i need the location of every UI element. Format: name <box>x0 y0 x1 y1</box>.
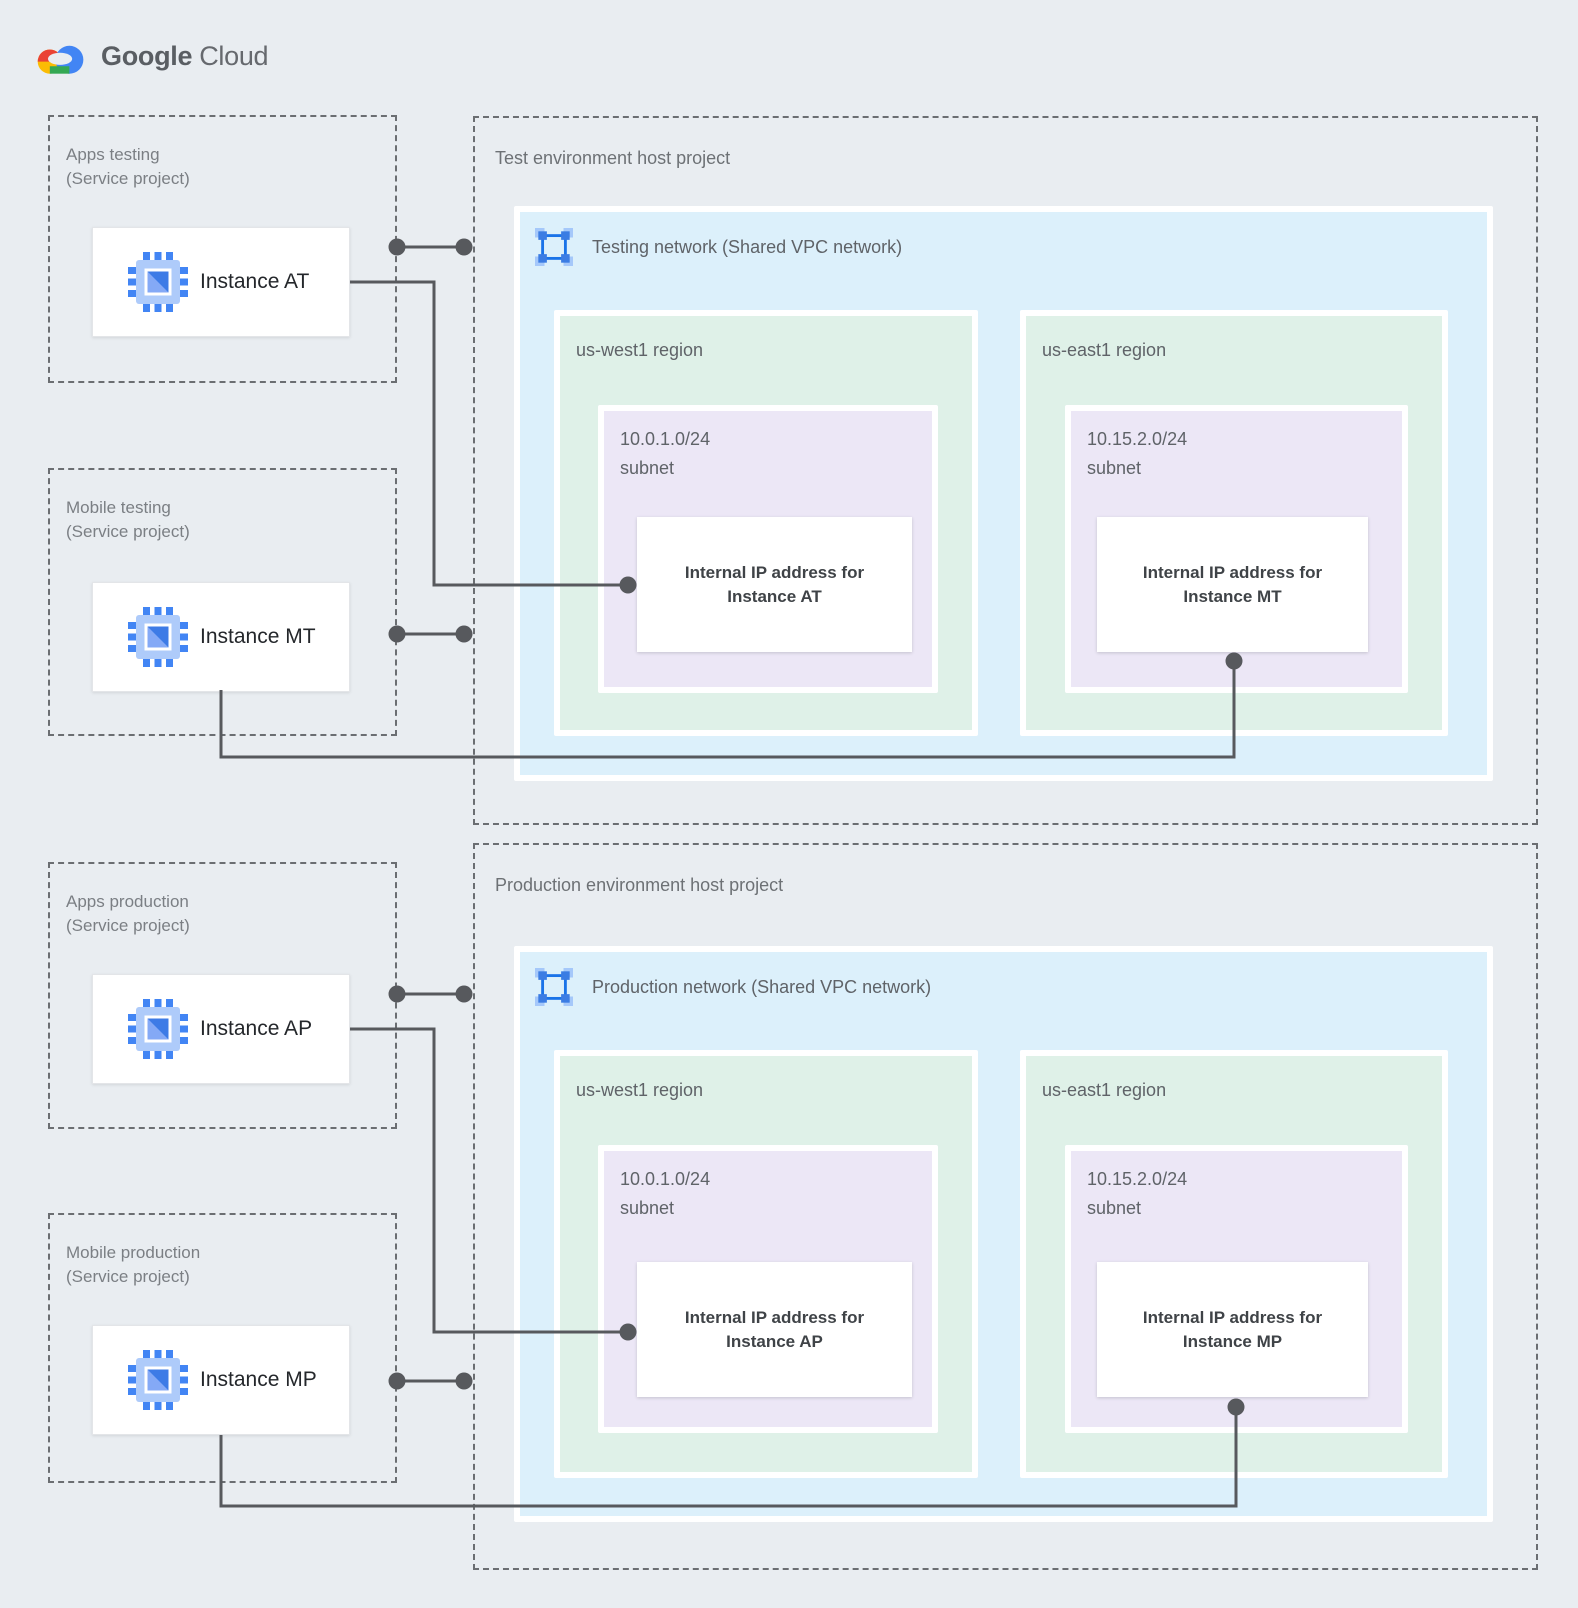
connector-link-apps-production-host <box>388 985 473 1003</box>
subnet-word: subnet <box>1087 458 1142 478</box>
ip-label-line1: Internal IP address for <box>684 562 865 582</box>
region-label: us-east1 region <box>1042 1080 1167 1100</box>
service-project-title: Mobile testing (Service project) <box>66 496 190 544</box>
compute-engine-icon <box>128 252 188 312</box>
subnet-box-prod-east: 10.15.2.0/24 subnet Internal IP address … <box>1065 1145 1408 1433</box>
ip-label-line2: Instance AP <box>726 1331 823 1351</box>
subnet-word: subnet <box>1087 1198 1142 1218</box>
ip-label-line2: Instance MP <box>1182 1331 1283 1351</box>
instance-label: Instance MP <box>200 1368 317 1391</box>
subnet-label: 10.15.2.0/24 subnet <box>1087 425 1187 483</box>
service-project-box-apps-production: Apps production (Service project) Instan… <box>48 862 397 1129</box>
logo-text-cloud: Cloud <box>199 40 269 71</box>
ip-label-line1: Internal IP address for <box>1142 1307 1323 1327</box>
region-box-prod-us-west1: us-west1 region 10.0.1.0/24 subnet Inter… <box>554 1050 978 1478</box>
ip-label: Internal IP address for Instance MT <box>1143 561 1322 609</box>
service-project-type: (Service project) <box>66 1267 190 1286</box>
vpc-network-label: Testing network (Shared VPC network) <box>592 236 903 257</box>
region-label: us-east1 region <box>1042 340 1167 360</box>
shared-vpc-icon <box>535 968 573 1006</box>
vpc-network-box-testing: Testing network (Shared VPC network) us-… <box>514 206 1493 781</box>
service-project-title: Apps testing (Service project) <box>66 143 190 191</box>
service-project-name: Mobile testing <box>66 498 171 517</box>
subnet-cidr: 10.15.2.0/24 <box>1087 429 1188 449</box>
logo-text-google: Google <box>101 40 193 71</box>
host-project-box-test: Test environment host project Testing ne… <box>473 116 1538 825</box>
connector-link-apps-testing-host <box>388 238 473 256</box>
host-project-box-production: Production environment host project Prod… <box>473 843 1538 1570</box>
service-project-type: (Service project) <box>66 916 190 935</box>
subnet-cidr: 10.0.1.0/24 <box>620 1169 711 1189</box>
region-box-prod-us-east1: us-east1 region 10.15.2.0/24 subnet Inte… <box>1020 1050 1448 1478</box>
connector-link-mobile-testing-host <box>388 625 473 643</box>
instance-label: Instance AP <box>200 1017 313 1040</box>
compute-engine-icon <box>128 999 188 1059</box>
instance-label: Instance MT <box>200 625 316 648</box>
service-project-title: Mobile production (Service project) <box>66 1241 200 1289</box>
subnet-label: 10.0.1.0/24 subnet <box>620 425 710 483</box>
subnet-cidr: 10.0.1.0/24 <box>620 429 711 449</box>
google-cloud-icon <box>37 45 84 74</box>
vpc-network-box-production: Production network (Shared VPC network) … <box>514 946 1493 1522</box>
subnet-word: subnet <box>620 1198 675 1218</box>
ip-label: Internal IP address for Instance AT <box>685 561 864 609</box>
instance-card-mp: Instance MP <box>92 1325 350 1435</box>
subnet-label: 10.0.1.0/24 subnet <box>620 1165 710 1223</box>
instance-card-ap: Instance AP <box>92 974 350 1084</box>
vpc-network-header: Testing network (Shared VPC network) <box>535 228 902 266</box>
subnet-box-test-west: 10.0.1.0/24 subnet Internal IP address f… <box>598 405 938 693</box>
service-project-name: Mobile production <box>66 1243 201 1262</box>
region-label: us-west1 region <box>576 1080 704 1100</box>
host-project-title: Test environment host project <box>495 148 731 168</box>
ip-label: Internal IP address for Instance MP <box>1143 1306 1322 1354</box>
ip-label-line1: Internal IP address for <box>1142 562 1323 582</box>
subnet-label: 10.15.2.0/24 subnet <box>1087 1165 1187 1223</box>
vpc-network-label: Production network (Shared VPC network) <box>592 976 932 997</box>
vpc-network-header: Production network (Shared VPC network) <box>535 968 931 1006</box>
ip-card-test-instance-mt: Internal IP address for Instance MT <box>1097 517 1368 652</box>
subnet-word: subnet <box>620 458 675 478</box>
ip-label-line1: Internal IP address for <box>684 1307 865 1327</box>
subnet-box-prod-west: 10.0.1.0/24 subnet Internal IP address f… <box>598 1145 938 1433</box>
instance-card-mt: Instance MT <box>92 582 350 692</box>
host-project-title: Production environment host project <box>495 875 784 895</box>
service-project-name: Apps production <box>66 892 189 911</box>
ip-card-prod-instance-mp: Internal IP address for Instance MP <box>1097 1262 1368 1397</box>
region-box-test-us-west1: us-west1 region 10.0.1.0/24 subnet Inter… <box>554 310 978 736</box>
shared-vpc-icon <box>535 228 573 266</box>
service-project-name: Apps testing <box>66 145 160 164</box>
region-label: us-west1 region <box>576 340 704 360</box>
service-project-title: Apps production (Service project) <box>66 890 190 938</box>
subnet-cidr: 10.15.2.0/24 <box>1087 1169 1188 1189</box>
ip-card-test-instance-at: Internal IP address for Instance AT <box>637 517 912 652</box>
service-project-type: (Service project) <box>66 522 190 541</box>
subnet-box-test-east: 10.15.2.0/24 subnet Internal IP address … <box>1065 405 1408 693</box>
ip-card-prod-instance-ap: Internal IP address for Instance AP <box>637 1262 912 1397</box>
ip-label: Internal IP address for Instance AP <box>685 1306 864 1354</box>
service-project-box-mobile-production: Mobile production (Service project) Inst… <box>48 1213 397 1483</box>
instance-card-at: Instance AT <box>92 227 350 337</box>
service-project-box-apps-testing: Apps testing (Service project) Instance … <box>48 115 397 383</box>
service-project-box-mobile-testing: Mobile testing (Service project) Instanc… <box>48 468 397 736</box>
compute-engine-icon <box>128 607 188 667</box>
instance-label: Instance AT <box>200 270 310 293</box>
ip-label-line2: Instance MT <box>1183 586 1282 606</box>
service-project-type: (Service project) <box>66 169 190 188</box>
ip-label-line2: Instance AT <box>727 586 822 606</box>
connector-link-mobile-production-host <box>388 1372 473 1390</box>
region-box-test-us-east1: us-east1 region 10.15.2.0/24 subnet Inte… <box>1020 310 1448 736</box>
compute-engine-icon <box>128 1350 188 1410</box>
